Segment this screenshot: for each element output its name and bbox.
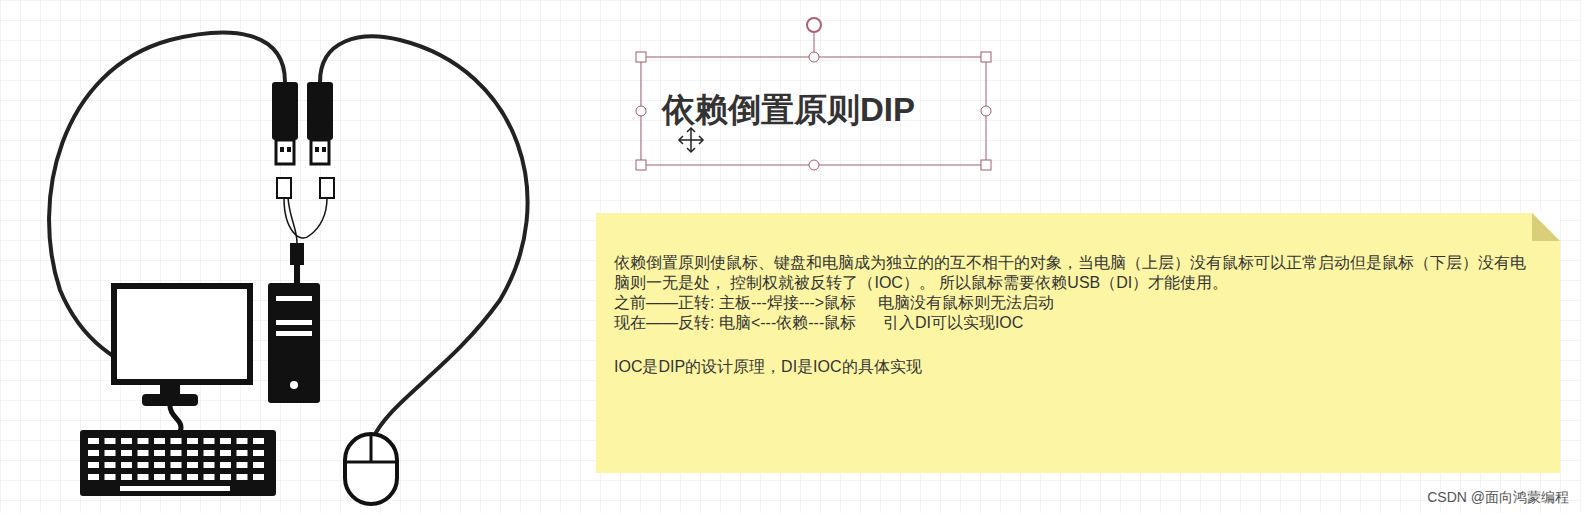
folded-corner (1532, 213, 1560, 241)
sticky-note: 依赖倒置原则使鼠标、键盘和电脑成为独立的的互不相干的对象，当电脑（上层）没有鼠标… (596, 213, 1560, 473)
usb-plugs (272, 82, 334, 283)
mouse-cable (320, 36, 528, 440)
note-text: 现在——反转: 电脑<---依赖---鼠标 引入DI可以实现IOC (614, 313, 1530, 333)
note-text: 依赖倒置原则使鼠标、键盘和电脑成为独立的的互不相干的对象，当电脑（上层）没有鼠标… (614, 253, 1530, 293)
move-cursor (679, 128, 703, 152)
title-text: 依赖倒置原则DIP (662, 88, 915, 133)
selection-frame (636, 18, 991, 170)
note-text: IOC是DIP的设计原理，DI是IOC的具体实现 (614, 357, 1530, 377)
watermark: CSDN @面向鸿蒙编程 (1427, 489, 1569, 505)
monitor (114, 286, 250, 432)
keyboard (80, 430, 276, 496)
computer-tower (268, 283, 320, 403)
note-text: 之前——正转: 主板---焊接--->鼠标 电脑没有鼠标则无法启动 (614, 293, 1530, 313)
mouse (345, 434, 397, 504)
